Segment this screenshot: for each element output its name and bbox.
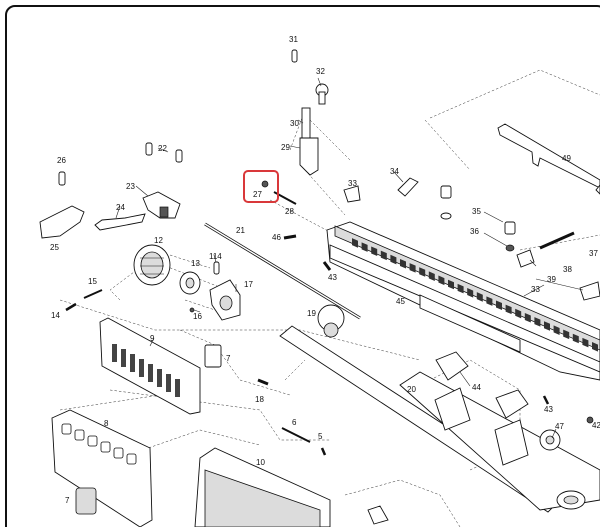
- lower-grip-part-9: [99, 317, 201, 415]
- callout-37: 37: [589, 249, 598, 258]
- callout-12: 12: [154, 236, 163, 245]
- callout-28: 28: [285, 207, 294, 216]
- callout-20: 20: [407, 385, 416, 394]
- callout-30: 30: [290, 119, 299, 128]
- callout-114: 114: [209, 252, 222, 261]
- callout-47: 47: [555, 422, 564, 431]
- lower-housing-part-10: [194, 447, 331, 527]
- callout-33-lower: 33: [531, 285, 540, 294]
- callout-33-upper: 33: [348, 179, 357, 188]
- callout-9: 9: [150, 334, 155, 343]
- callout-14: 14: [51, 311, 60, 320]
- callout-21: 21: [236, 226, 245, 235]
- callout-49: 49: [562, 154, 571, 163]
- callout-39: 39: [547, 275, 556, 284]
- callout-16: 16: [193, 312, 202, 321]
- buffer-part-12: [133, 244, 171, 286]
- callout-22: 22: [158, 144, 167, 153]
- callout-10: 10: [256, 458, 265, 467]
- callout-15: 15: [88, 277, 97, 286]
- callout-29: 29: [281, 143, 290, 152]
- callout-25: 25: [50, 243, 59, 252]
- gas-piston-rod: [204, 222, 361, 320]
- callout-46: 46: [272, 233, 281, 242]
- callout-18: 18: [255, 395, 264, 404]
- callout-31: 31: [289, 35, 298, 44]
- callout-26: 26: [57, 156, 66, 165]
- callout-34: 34: [390, 167, 399, 176]
- small-parts: [39, 49, 600, 525]
- leader-lines: [115, 77, 584, 439]
- callout-38: 38: [563, 265, 572, 274]
- callout-13: 13: [191, 259, 200, 268]
- callout-27: 27: [253, 190, 262, 199]
- callout-19: 19: [307, 309, 316, 318]
- callout-44: 44: [472, 383, 481, 392]
- handguard-part-8: [51, 409, 153, 527]
- upper-receiver-rail: [326, 221, 600, 381]
- callout-17: 17: [244, 280, 253, 289]
- callout-24: 24: [116, 203, 125, 212]
- sling-rod: [497, 123, 600, 189]
- barrel: [279, 325, 600, 513]
- callout-35: 35: [472, 207, 481, 216]
- callout-7-upper: 7: [226, 354, 231, 363]
- callout-32: 32: [316, 67, 325, 76]
- diagram-border: [5, 5, 600, 527]
- callout-36: 36: [470, 227, 479, 236]
- callout-labels: 31 32 30 29 49 26 22 34 33 23 27 28 35 2…: [50, 35, 600, 505]
- callout-42: 42: [592, 421, 600, 430]
- callout-23: 23: [126, 182, 135, 191]
- callout-43-lower: 43: [544, 405, 553, 414]
- callout-27-highlight: [243, 170, 279, 203]
- callout-8: 8: [104, 419, 109, 428]
- callout-5: 5: [318, 432, 323, 441]
- callout-43-upper: 43: [328, 273, 337, 282]
- callout-6: 6: [292, 418, 297, 427]
- callout-7-lower: 7: [65, 496, 70, 505]
- callout-45: 45: [396, 297, 405, 306]
